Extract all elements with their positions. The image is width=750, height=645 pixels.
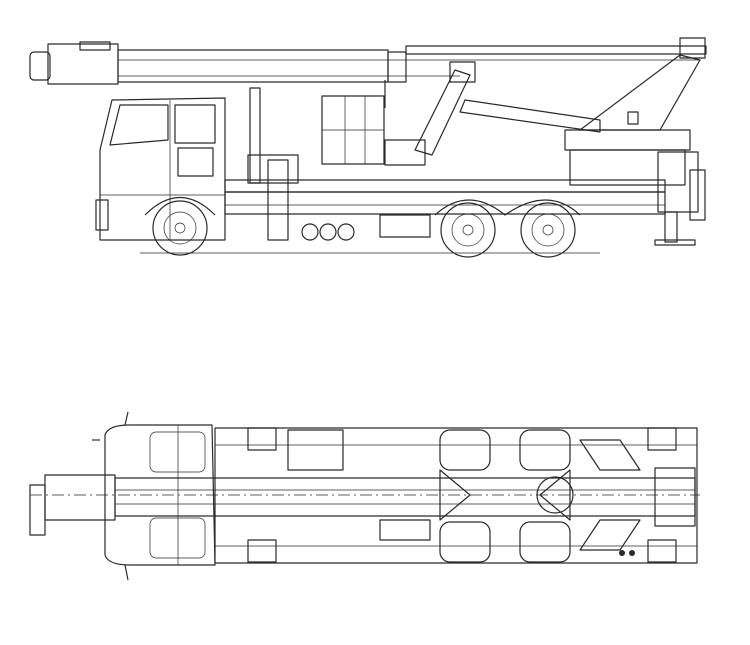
platform-basket xyxy=(321,80,386,165)
top-view xyxy=(29,411,700,581)
outriggers xyxy=(267,151,706,246)
chassis xyxy=(224,87,666,241)
cab-top xyxy=(92,411,216,581)
side-view xyxy=(29,37,707,258)
components-top xyxy=(247,427,677,563)
lift-arm xyxy=(384,61,476,166)
truck-frame-top xyxy=(30,427,700,564)
wheels xyxy=(144,196,581,258)
boom-top xyxy=(29,467,696,536)
turret xyxy=(459,54,701,186)
boom xyxy=(29,37,707,85)
